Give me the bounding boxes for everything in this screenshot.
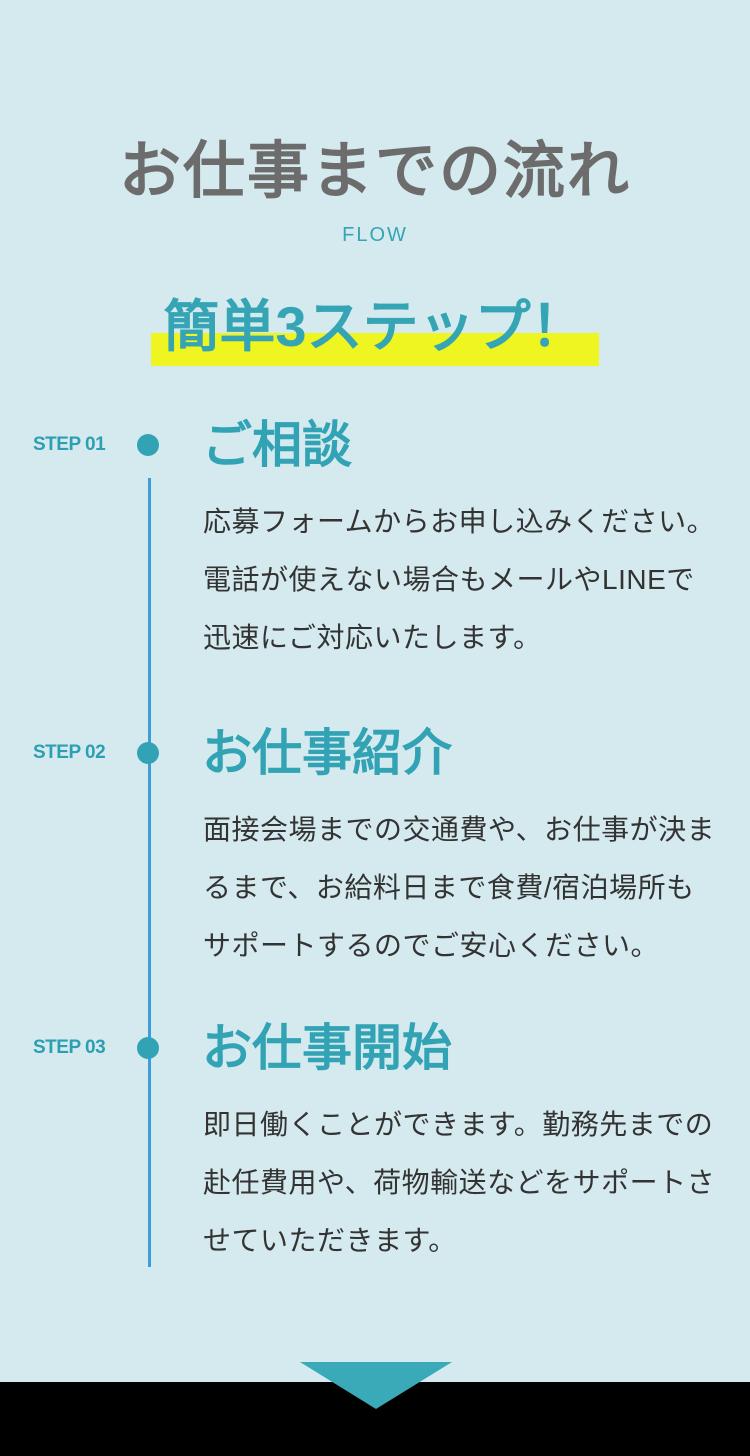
step-description: 即日働くことができます。勤務先までの赴任費用や、荷物輸送などをサポートさせていた… — [203, 1109, 716, 1256]
step-label: STEP 03 — [33, 1037, 106, 1058]
step-label: STEP 01 — [33, 434, 106, 455]
page-title: お仕事までの流れ — [118, 137, 631, 206]
step-description: 面接会場までの交通費や、お仕事が決まるまで、お給料日まで食費/宿泊場所もサポート… — [203, 814, 716, 961]
step-marker-dot-icon — [137, 1037, 159, 1059]
timeline-line — [148, 478, 151, 1267]
catchphrase-row: 簡単3ステップ！ — [0, 296, 750, 366]
step-description: 応募フォームからお申し込みください。電話が使えない場合もメールやLINEで迅速に… — [203, 506, 716, 653]
step-marker-dot-icon — [137, 434, 159, 456]
catchphrase-highlight: 簡単3ステップ！ — [151, 296, 599, 366]
triangle-down-icon — [300, 1362, 452, 1409]
step-heading: お仕事紹介 — [202, 725, 452, 781]
page-subtitle: FLOW — [342, 224, 408, 246]
step-heading: ご相談 — [202, 417, 352, 473]
step-marker-dot-icon — [137, 742, 159, 764]
step-heading: お仕事開始 — [202, 1020, 452, 1076]
step-label: STEP 02 — [33, 742, 106, 763]
